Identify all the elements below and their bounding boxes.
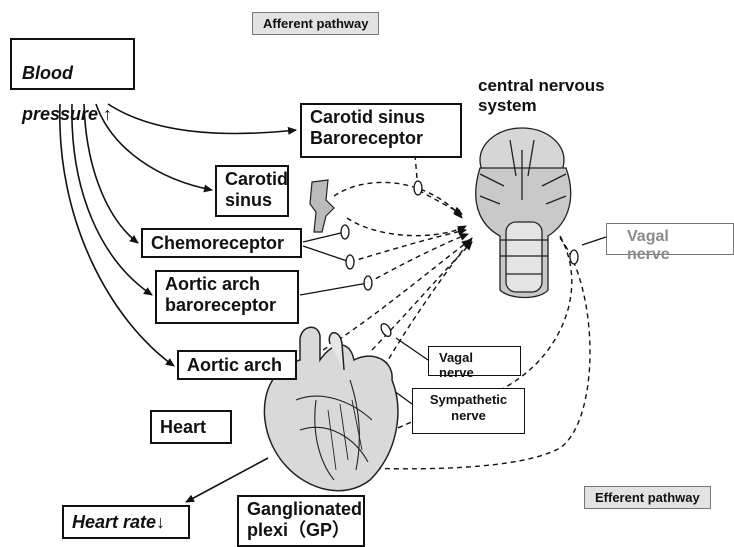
vagal-nerve-top-box: Vagal nerve xyxy=(606,223,734,255)
vagal-nerve-mid-box: Vagal nerve xyxy=(428,346,521,376)
aortic-arch-box: Aortic arch xyxy=(177,350,297,380)
afferent-pathway-label: Afferent pathway xyxy=(252,12,379,35)
heart-rate-box: Heart rate↓ xyxy=(62,505,190,539)
blood-pressure-line2: pressure ↑ xyxy=(22,104,123,125)
carotid-sinus-baroreceptor-box: Carotid sinus Baroreceptor xyxy=(300,103,462,158)
brain-illustration xyxy=(476,128,571,298)
blood-pressure-line1: Blood xyxy=(22,63,123,84)
sympathetic-nerve-box: Sympathetic nerve xyxy=(412,388,525,434)
carotid-artery-illustration xyxy=(310,180,334,232)
arrow-bp-to-carotid-sinus-baroreceptor xyxy=(108,104,296,133)
blood-pressure-box: Blood pressure ↑ xyxy=(10,38,135,90)
chemoreceptor-box: Chemoreceptor xyxy=(141,228,302,258)
carotid-sinus-box: Carotid sinus xyxy=(215,165,289,217)
heart-box: Heart xyxy=(150,410,232,444)
ganglionated-plexi-box: Ganglionated plexi（GP） xyxy=(237,495,365,547)
aortic-arch-baroreceptor-box: Aortic arch baroreceptor xyxy=(155,270,299,324)
cns-label: central nervous system xyxy=(478,76,638,115)
efferent-pathway-label: Efferent pathway xyxy=(584,486,711,509)
